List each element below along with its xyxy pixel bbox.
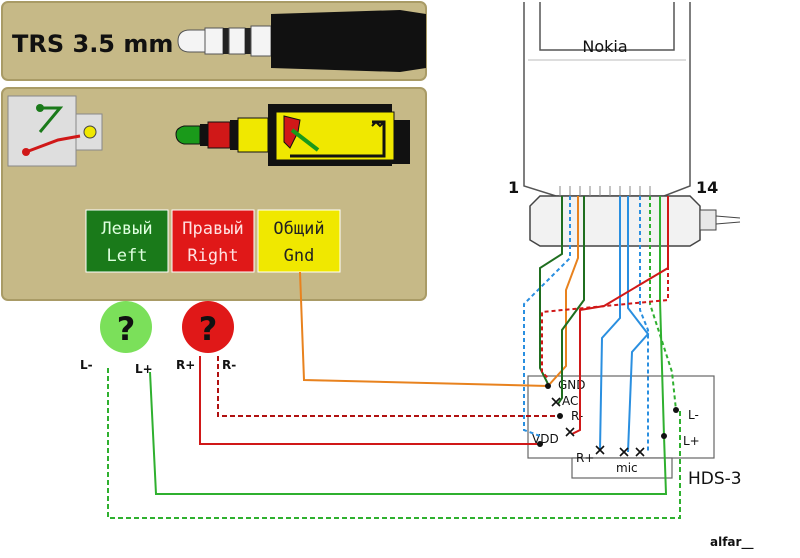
speaker-left-minus: L- (80, 358, 93, 372)
pin-lplus-label: L+ (683, 434, 700, 448)
pin-first-label: 1 (508, 178, 519, 197)
legend-left-ru: Левый (101, 219, 152, 239)
legend-right: Правый Right (171, 209, 255, 273)
x-marks (551, 397, 645, 457)
pop-port-connector (529, 186, 741, 247)
hds3-box: HDS-3 GND ACI R- VDD R+ mic L- L+ (527, 375, 742, 489)
pin-lminus-label: L- (688, 408, 699, 422)
nokia-phone: Nokia 1 14 (508, 2, 718, 197)
pin-mic-label: mic (616, 461, 638, 475)
wire-gnd-orange (299, 271, 549, 387)
wire-blue-2 (627, 196, 650, 453)
speaker-right-plus: R+ (176, 358, 195, 372)
wire-lplus (149, 371, 668, 495)
speaker-left-plus: L+ (135, 362, 153, 376)
hds3-name: HDS-3 (688, 469, 742, 489)
trs-panel: TRS 3.5 mm (1, 1, 427, 81)
wire-orange (547, 196, 579, 387)
jack-schematic-icon (7, 95, 103, 167)
wire-blue-dashed (523, 196, 571, 437)
legend-gnd-ru: Общий (273, 219, 324, 239)
wire-rplus (199, 356, 540, 445)
pin-gnd-label: GND (558, 378, 586, 392)
trs-plug-image (177, 10, 426, 72)
speaker-right: ? R+ R- (176, 301, 236, 372)
legend-gnd: Общий Gnd (257, 209, 341, 273)
legend-gnd-en: Gnd (284, 246, 315, 266)
pin-aci-label: ACI (562, 394, 582, 408)
speaker-wires (107, 271, 681, 519)
speaker-right-minus: R- (222, 358, 236, 372)
wire-blue-3 (639, 196, 649, 452)
pin-rplus-label: R+ (576, 451, 594, 465)
plug-title: TRS 3.5 mm (12, 30, 173, 58)
jack-panel: Левый Left Правый Right Общий Gnd (1, 87, 427, 301)
speaker-left: ? L- L+ (80, 301, 153, 376)
wire-darkgreen (557, 196, 585, 405)
legend-right-en: Right (187, 246, 238, 266)
connector-wires (523, 196, 677, 453)
legend-right-ru: Правый (182, 219, 243, 239)
speaker-right-mark: ? (199, 310, 218, 348)
pin-rminus-label: R- (571, 409, 583, 423)
pin-last-label: 14 (696, 178, 718, 197)
author-signature: alfar__ (710, 535, 753, 550)
wire-lminus (107, 368, 681, 519)
jack-plug-image (175, 104, 410, 166)
legend-left: Левый Left (85, 209, 169, 273)
junctions (537, 383, 679, 447)
wire-rminus (217, 356, 558, 417)
wire-blue-1 (599, 196, 621, 451)
phone-name: Nokia (582, 37, 627, 56)
speaker-left-mark: ? (117, 310, 136, 348)
wire-darkgreen-2 (539, 196, 563, 385)
legend-left-en: Left (107, 246, 148, 266)
wire-green (659, 196, 665, 437)
